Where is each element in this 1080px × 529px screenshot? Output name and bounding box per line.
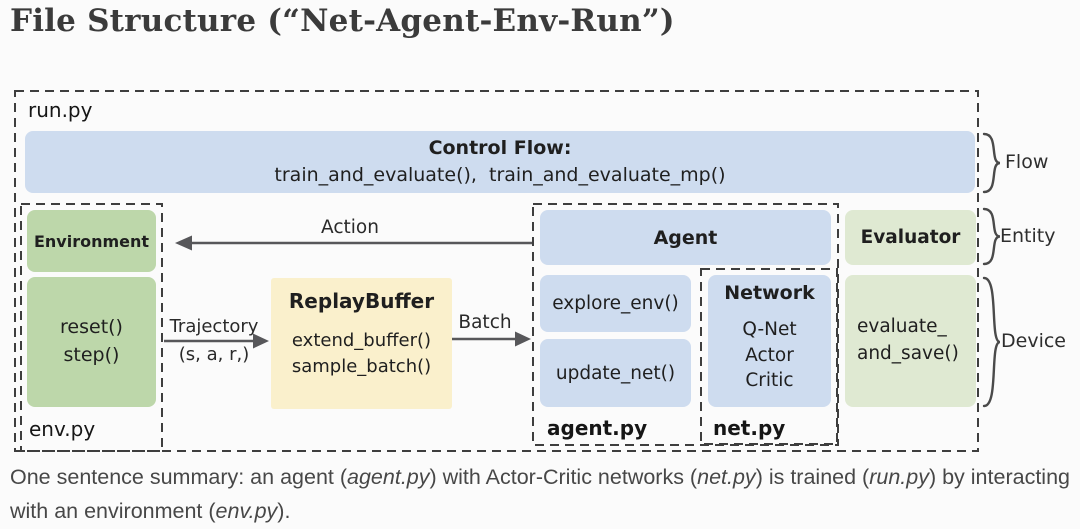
agent-py-label: agent.py [547, 416, 648, 440]
device-brace-icon [982, 276, 1001, 408]
summary-file-env: env.py [215, 499, 278, 524]
control-flow-methods: train_and_evaluate(), train_and_evaluate… [274, 164, 726, 186]
run-py-label: run.py [28, 98, 93, 122]
batch-arrowhead-icon [515, 331, 531, 347]
device-brace-label: Device [1001, 330, 1066, 352]
explore-env-box: explore_env() [540, 275, 691, 332]
summary-file-agent: agent.py [347, 465, 430, 489]
entity-brace-label: Entity [1000, 225, 1056, 247]
summary-part: One sentence summary: an agent ( [10, 465, 348, 489]
network-box: Network Q-Net Actor Critic [708, 275, 831, 407]
environment-box: Environment [27, 210, 156, 272]
update-net-box: update_net() [540, 339, 691, 407]
page-title: File Structure (“Net-Agent-Env-Run”) [10, 3, 675, 39]
trajectory-tuple-label: (s, a, r,) [178, 344, 250, 365]
entity-brace-icon [982, 207, 1001, 266]
replay-buffer-box: ReplayBuffer extend_buffer() sample_batc… [271, 278, 452, 409]
network-title: Network [724, 282, 815, 304]
summary-part: ) with Actor-Critic networks ( [429, 465, 698, 489]
flow-brace-icon [982, 132, 1001, 194]
environment-methods-box: reset() step() [27, 277, 156, 407]
summary-part: ) by interacting with an environment ( [10, 465, 1070, 524]
trajectory-arrow-label: Trajectory [169, 316, 259, 337]
action-arrow-label: Action [321, 217, 379, 238]
env-py-label: env.py [29, 417, 96, 441]
control-flow-title: Control Flow: [428, 137, 572, 160]
replay-buffer-title: ReplayBuffer [288, 289, 435, 313]
evaluator-box: Evaluator [845, 210, 976, 265]
summary-text: One sentence summary: an agent (agent.py… [10, 460, 1072, 529]
agent-box: Agent [540, 210, 831, 265]
control-flow-bar: Control Flow: train_and_evaluate(), trai… [25, 131, 975, 193]
summary-part: ) is trained ( [755, 465, 870, 489]
evaluate-and-save-box: evaluate_ and_save() [845, 275, 976, 407]
summary-file-run: run.py [869, 465, 929, 489]
net-py-label: net.py [713, 416, 786, 440]
replay-buffer-methods: extend_buffer() sample_batch() [291, 330, 432, 378]
summary-part: ). [277, 499, 291, 524]
action-arrowhead-icon [175, 235, 192, 251]
flow-brace-label: Flow [1005, 151, 1049, 173]
summary-file-net: net.py [697, 465, 756, 489]
network-nets: Q-Net Actor Critic [742, 319, 797, 392]
batch-arrow-label: Batch [458, 312, 512, 333]
